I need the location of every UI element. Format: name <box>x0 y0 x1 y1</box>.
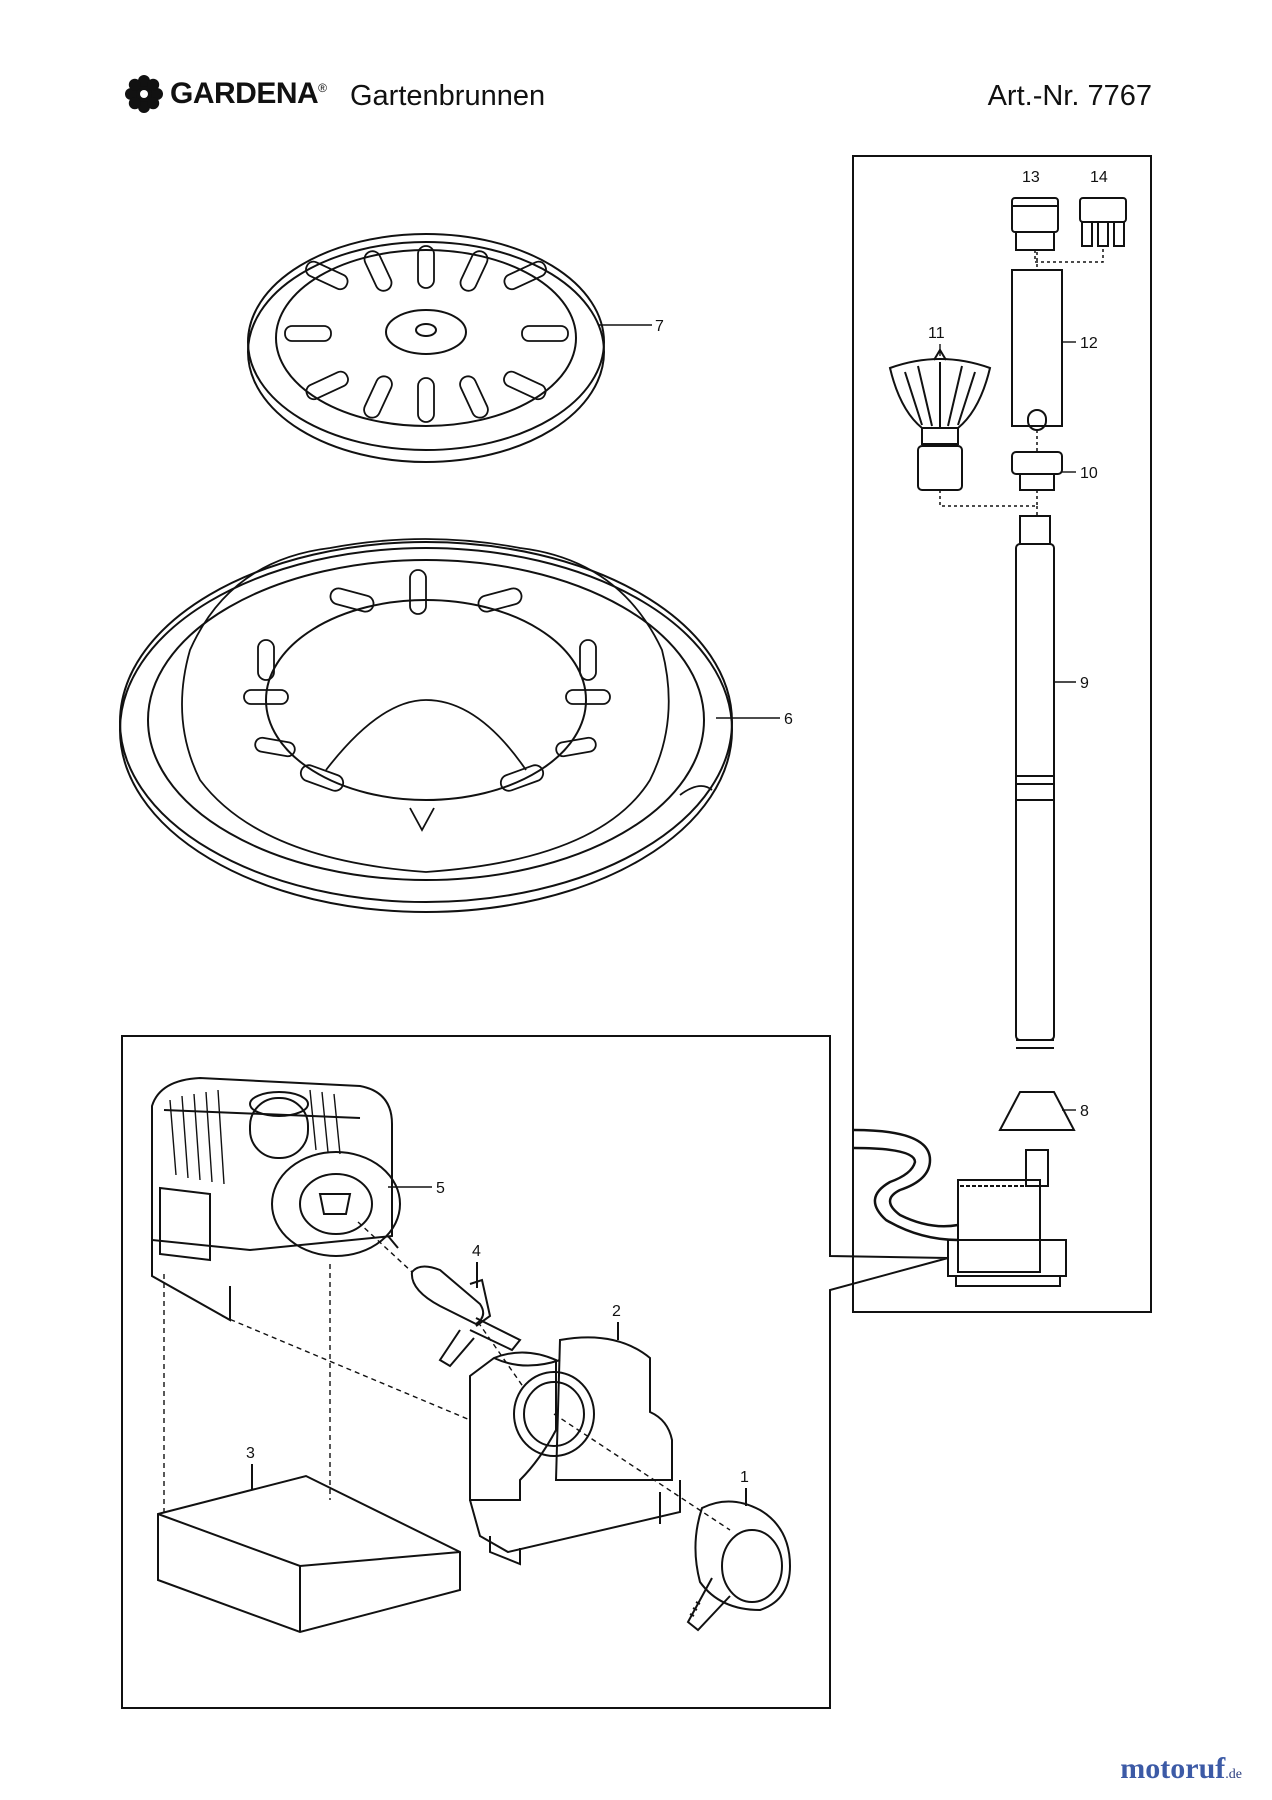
article-number: Art.-Nr. 7767 <box>987 80 1152 112</box>
gardena-logo: GARDENA® <box>124 74 327 114</box>
document-title: Gartenbrunnen <box>350 80 546 112</box>
label-part-8: 8 <box>1080 1103 1089 1120</box>
watermark-tld: .de <box>1225 1767 1242 1782</box>
part-3-filter-block <box>157 1464 461 1634</box>
part-4-impeller <box>410 1262 522 1368</box>
watermark-name: motoruf <box>1120 1752 1226 1785</box>
part-5-pump-housing <box>151 1076 401 1322</box>
part-11-bell-nozzle <box>888 348 992 491</box>
fountain-head-frame <box>852 155 1152 1313</box>
brand-name: GARDENA <box>170 77 319 110</box>
label-part-2: 2 <box>612 1303 621 1320</box>
label-part-9: 9 <box>1080 675 1089 692</box>
part-12-extension-tube <box>1011 252 1063 431</box>
label-part-5: 5 <box>436 1180 445 1197</box>
label-part-3: 3 <box>246 1445 255 1462</box>
label-part-4: 4 <box>472 1243 481 1260</box>
pump-assembly-small <box>853 1128 1067 1287</box>
assembly-guide-lines <box>163 1221 731 1531</box>
part-labels: 7 6 13 14 12 11 10 9 8 5 4 2 1 3 <box>246 169 1108 1486</box>
pump-detail-frame <box>121 1035 949 1709</box>
leader-lines <box>388 324 1076 1188</box>
part-9-riser-pipe <box>1015 506 1055 1049</box>
part-10-adapter <box>1011 430 1063 491</box>
label-part-10: 10 <box>1080 465 1098 482</box>
label-part-14: 14 <box>1090 169 1108 186</box>
label-part-12: 12 <box>1080 335 1098 352</box>
part-2-pump-body <box>469 1322 681 1566</box>
label-part-6: 6 <box>784 711 793 728</box>
flower-icon <box>125 75 163 113</box>
part-8-cone <box>998 1091 1076 1131</box>
label-part-11: 11 <box>928 325 945 342</box>
part-13-nozzle <box>1011 197 1059 251</box>
label-part-13: 13 <box>1022 169 1040 186</box>
label-part-1: 1 <box>740 1469 749 1486</box>
part-6-ring-base <box>119 538 733 913</box>
trademark-mark: ® <box>318 81 328 95</box>
part-7-cover-disc <box>247 233 605 463</box>
motoruf-watermark: motoruf.de <box>1120 1752 1242 1786</box>
part-14-jet-nozzle <box>1079 197 1127 247</box>
part-1-intake-cap <box>686 1488 792 1632</box>
label-part-7: 7 <box>655 318 664 335</box>
